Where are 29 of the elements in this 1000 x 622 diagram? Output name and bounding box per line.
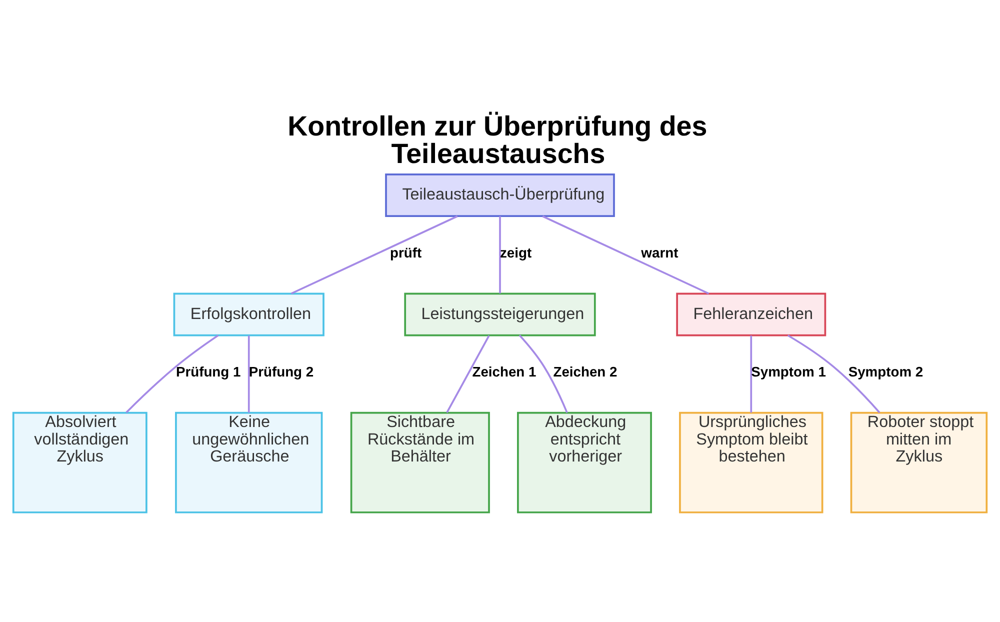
node-box: Fehleranzeichen xyxy=(676,292,826,336)
edge-label: Prüfung 2 xyxy=(248,364,314,380)
connector xyxy=(750,336,752,413)
connector xyxy=(126,334,219,414)
node-box: Roboter stoppt mitten im Zyklus xyxy=(850,412,988,514)
node-box: Erfolgskontrollen xyxy=(173,292,324,336)
edge-label: warnt xyxy=(641,244,678,260)
edge-label: prüft xyxy=(390,244,422,260)
node-box: Sichtbare Rückstände im Behälter xyxy=(350,412,490,514)
connector xyxy=(518,334,568,414)
node-box: Leistungssteigerungen xyxy=(404,292,596,336)
connector xyxy=(446,335,490,413)
connector xyxy=(542,215,710,294)
edge-label: Zeichen 2 xyxy=(553,364,618,380)
node-box: Absolviert vollständigen Zyklus xyxy=(12,412,148,514)
node-box: Ursprüngliches Symptom bleibt bestehen xyxy=(679,412,824,514)
edge-label: Symptom 2 xyxy=(848,364,924,380)
connector xyxy=(787,334,880,414)
node-box: Abdeckung entspricht vorheriger xyxy=(517,412,652,514)
diagram-title: Kontrollen zur Überprüfung des Teileaustauschs xyxy=(288,110,708,170)
edge-label: Prüfung 1 xyxy=(176,364,241,380)
connector xyxy=(499,216,501,294)
node-box: Keine ungewöhnlichen Geräusche xyxy=(175,412,323,514)
connector xyxy=(290,215,458,294)
edge-label: Zeichen 1 xyxy=(472,364,536,380)
node-box: Teileaustausch-Überprüfung xyxy=(385,174,615,218)
connector xyxy=(248,336,250,413)
edge-label: Symptom 1 xyxy=(751,364,826,380)
edge-label: zeigt xyxy=(500,244,532,260)
